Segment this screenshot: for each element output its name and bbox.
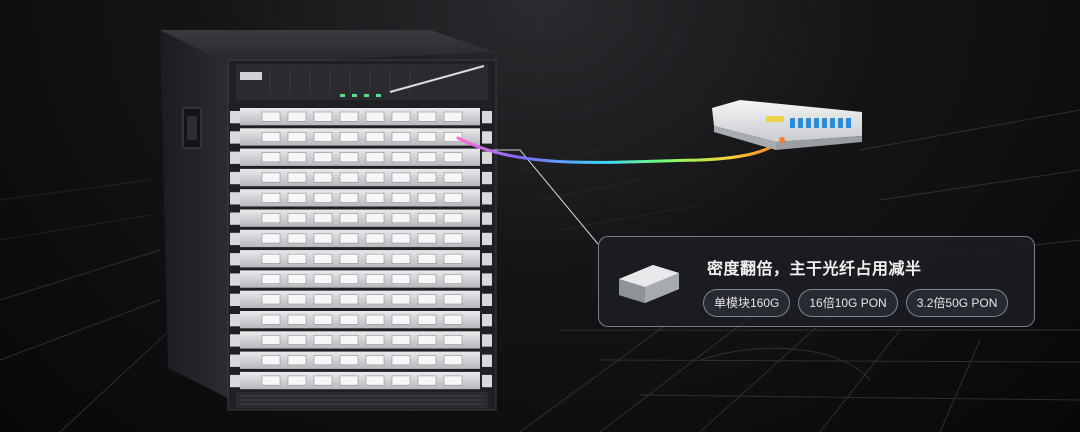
feature-tags: 单模块160G 16倍10G PON 3.2倍50G PON bbox=[703, 289, 1009, 317]
line-card bbox=[230, 128, 492, 146]
tag-50g-pon: 3.2倍50G PON bbox=[905, 289, 1009, 317]
line-card bbox=[230, 351, 492, 369]
line-card bbox=[230, 371, 492, 390]
line-card bbox=[230, 311, 492, 329]
line-card bbox=[230, 270, 492, 288]
line-card bbox=[230, 168, 492, 187]
line-card bbox=[230, 108, 492, 126]
line-card bbox=[230, 250, 492, 268]
line-card bbox=[230, 331, 492, 349]
line-card bbox=[230, 229, 492, 248]
feature-callout: 密度翻倍，主干光纤占用减半 单模块160G 16倍10G PON 3.2倍50G… bbox=[598, 236, 1035, 327]
optical-module-icon bbox=[619, 265, 679, 303]
optical-splitter-icon bbox=[712, 100, 862, 150]
line-card bbox=[230, 148, 492, 166]
line-card bbox=[230, 189, 492, 207]
callout-title: 密度翻倍，主干光纤占用减半 bbox=[707, 259, 922, 278]
tag-module-capacity: 单模块160G bbox=[703, 289, 791, 317]
tag-10g-pon: 16倍10G PON bbox=[798, 289, 898, 317]
line-card bbox=[230, 209, 492, 227]
line-card bbox=[230, 290, 492, 308]
